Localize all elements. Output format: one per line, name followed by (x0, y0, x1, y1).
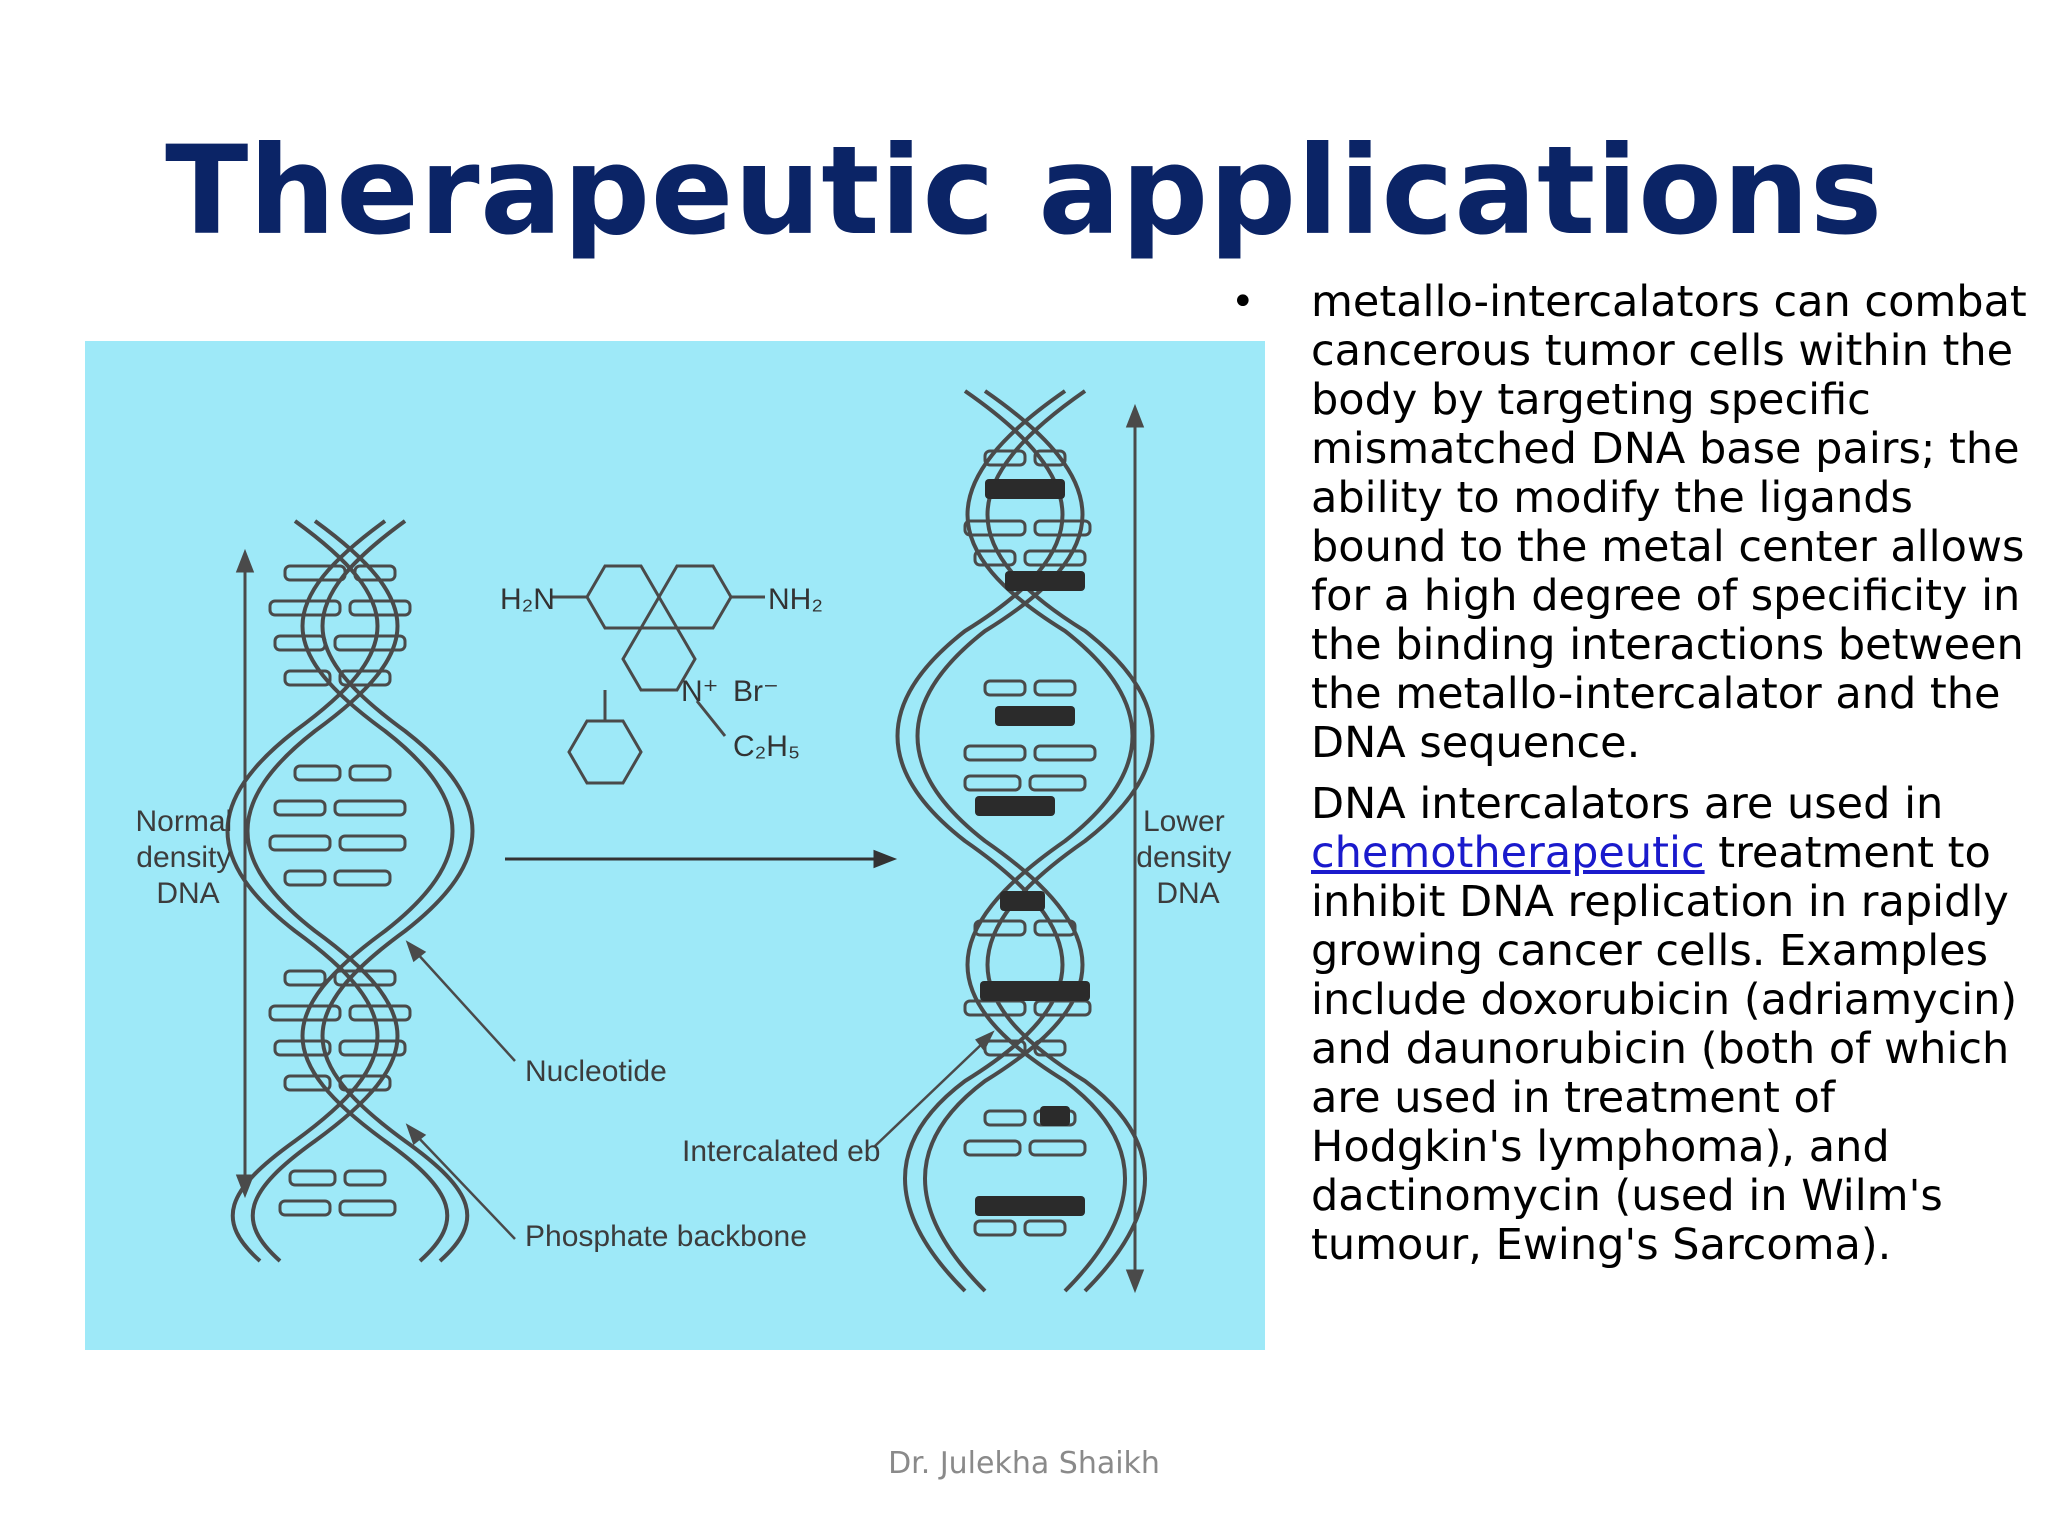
normal-dna-helix (225, 519, 475, 1263)
ethyl-label: C₂H₅ (733, 730, 800, 763)
intercalated-label: Intercalated eb (682, 1135, 880, 1168)
callout-lines (405, 940, 995, 1240)
figure-drawing: Normal density DNA H₂N NH₂ N⁺ Br⁻ C₂H₅ (135, 389, 1239, 1294)
n-plus-label: N⁺ (681, 675, 719, 708)
paragraph2-text-after: treatment to inhibit DNA replication in … (1311, 828, 2018, 1270)
slide-title: Therapeutic applications (165, 120, 1883, 262)
nh2-label: NH₂ (768, 583, 823, 616)
footer-author: Dr. Julekha Shaikh (888, 1446, 1160, 1481)
h2n-label: H₂N (500, 583, 555, 616)
phosphate-backbone-label: Phosphate backbone (525, 1220, 807, 1253)
lower-dna-length-arrow (1125, 403, 1145, 1294)
chemotherapeutic-link[interactable]: chemotherapeutic (1311, 828, 1705, 878)
normal-density-label: Normal density DNA (135, 805, 240, 910)
intercalated-molecules (975, 479, 1090, 1216)
normal-dna-length-arrow (235, 548, 255, 1199)
paragraph2-text-before: DNA intercalators are used in (1311, 779, 1944, 829)
nucleotide-label: Nucleotide (525, 1055, 667, 1088)
paragraph-metallo-intercalators: metallo-intercalators can combat cancero… (1311, 277, 2027, 768)
lower-density-label: Lower density DNA (1136, 805, 1239, 910)
bullet-marker: • (1231, 279, 1255, 325)
dna-intercalation-figure: Normal density DNA H₂N NH₂ N⁺ Br⁻ C₂H₅ (85, 341, 1265, 1350)
bromide-label: Br⁻ (733, 675, 779, 708)
transformation-arrow (505, 849, 898, 869)
ethidium-bromide-structure (552, 564, 765, 785)
intercalated-dna-helix (895, 389, 1155, 1293)
bullet-list: • metallo-intercalators can combat cance… (1231, 278, 2031, 1270)
paragraph-dna-intercalators: DNA intercalators are used in chemothera… (1311, 780, 2031, 1270)
